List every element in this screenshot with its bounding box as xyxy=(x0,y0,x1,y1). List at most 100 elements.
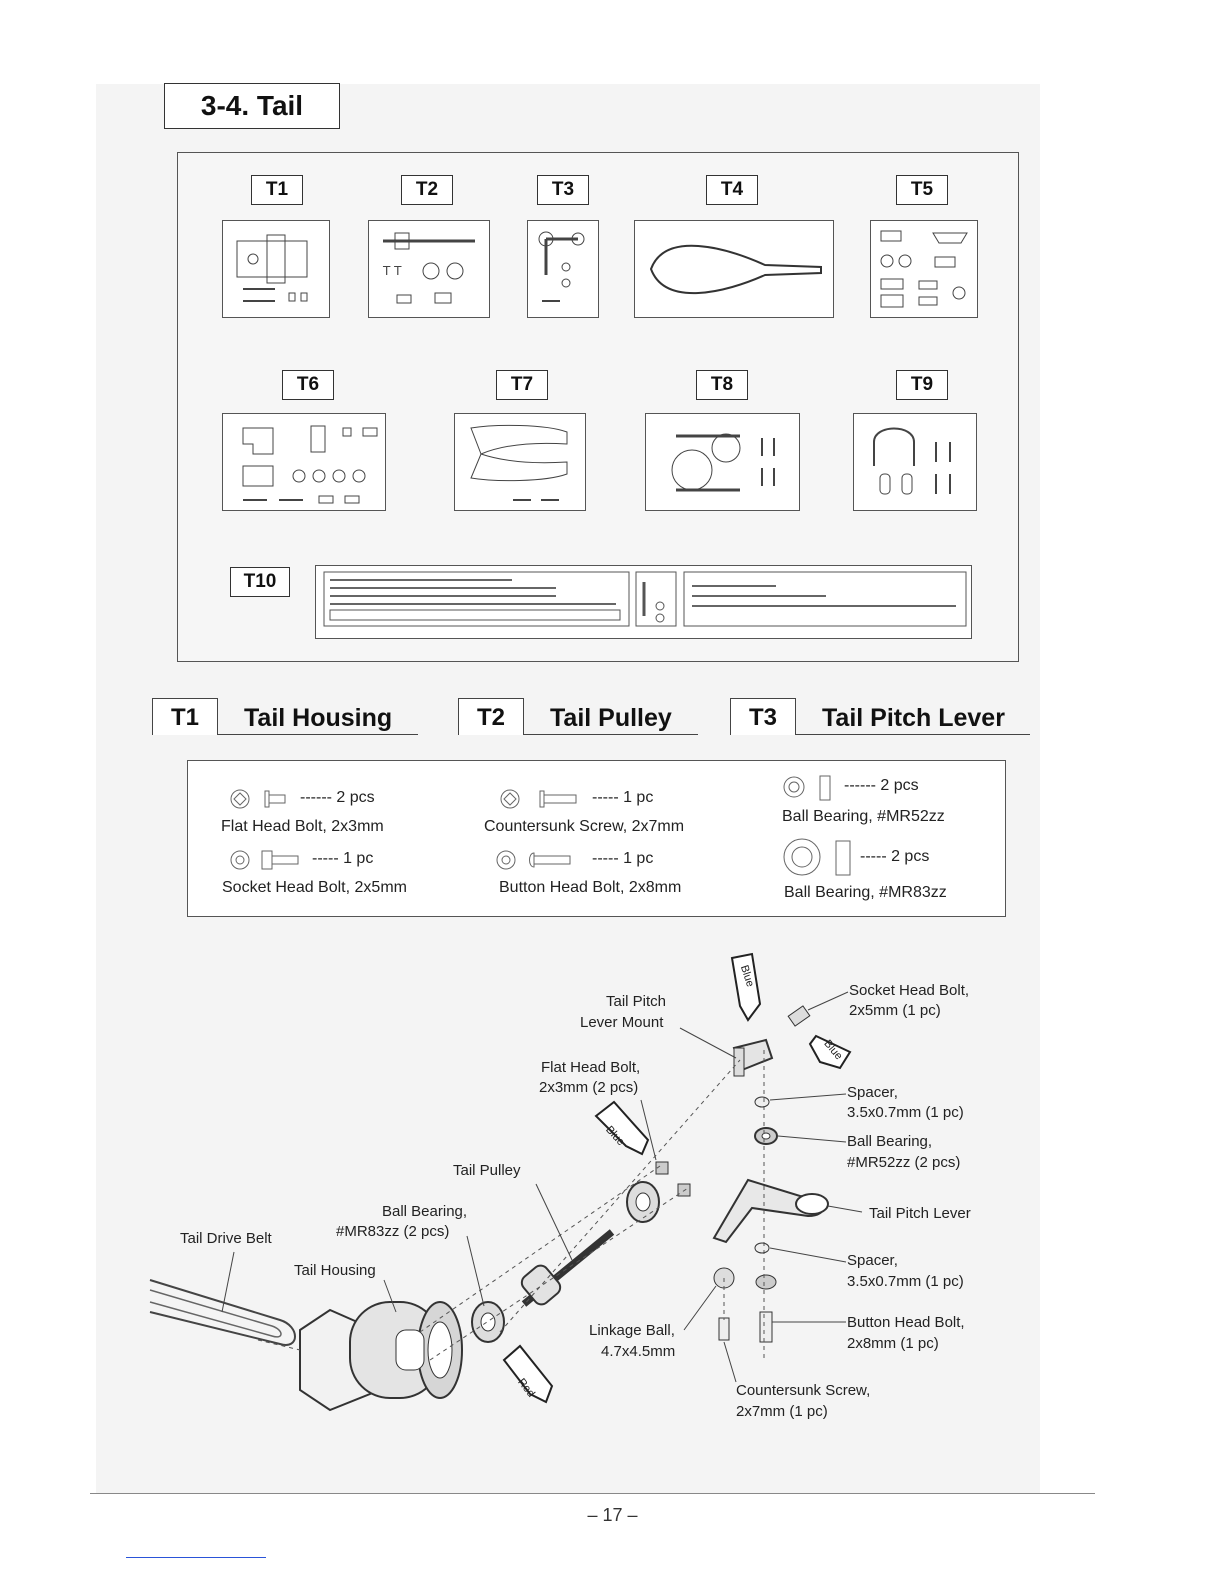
tail-pitch-lever-mount-part xyxy=(732,1038,774,1077)
subsection-header-t3: T3 Tail Pitch Lever xyxy=(730,698,1030,735)
callout-tail-pitch-lever: Tail Pitch Lever xyxy=(869,1205,971,1222)
parts-bag-overview: T1 T2 T3 T4 T5 T T xyxy=(177,152,1019,662)
blue-threadlock-icon-2 xyxy=(808,1034,852,1070)
callout-linkage-ball-1: Linkage Ball, xyxy=(589,1322,675,1339)
callout-socket-head-2: 2x5mm (1 pc) xyxy=(849,1002,941,1019)
bag-t1-image xyxy=(222,220,330,318)
callout-button-head-2: 2x8mm (1 pc) xyxy=(847,1335,939,1352)
tail-pitch-lever-part xyxy=(712,1178,829,1244)
callout-linkage-ball-2: 4.7x4.5mm xyxy=(601,1343,676,1360)
subsection-label-t3: Tail Pitch Lever xyxy=(822,704,1005,732)
subsection-label-t2: Tail Pulley xyxy=(550,704,672,732)
subsection-header-t1: T1 Tail Housing xyxy=(152,698,418,735)
subsection-code-t1: T1 xyxy=(152,698,218,735)
subsection-label-t1: Tail Housing xyxy=(244,704,393,732)
tail-housing-parts-icon xyxy=(236,234,308,302)
callout-flat-head-2: 2x3mm (2 pcs) xyxy=(539,1079,639,1096)
blue-threadlock-icon-3 xyxy=(594,1100,650,1156)
countersunk-screw-name: Countersunk Screw, 2x7mm xyxy=(484,818,685,835)
assembly-guide-lines xyxy=(257,1050,765,1361)
mr83zz-name: Ball Bearing, #MR83zz xyxy=(784,884,947,901)
tail-drive-belt-icon xyxy=(649,244,822,295)
subsection-code-t3: T3 xyxy=(730,698,796,735)
ball-bearing-mr83zz-part xyxy=(471,1301,505,1343)
tail-hardware-parts-icon xyxy=(880,230,968,308)
hardware-icons xyxy=(230,775,851,876)
bag-tag-t6: T6 xyxy=(282,370,334,400)
callout-spacer-top-1: Spacer, xyxy=(847,1084,898,1101)
callout-socket-head-1: Socket Head Bolt, xyxy=(849,982,970,999)
flat-head-bolt-icon xyxy=(230,789,286,809)
mr83zz-qty: ----- 2 pcs xyxy=(860,848,930,865)
spacer-top-part xyxy=(754,1096,770,1108)
bag-t7-image xyxy=(454,413,586,511)
callout-button-head-1: Button Head Bolt, xyxy=(847,1314,965,1331)
tail-blade-grip-icon xyxy=(470,424,568,501)
callout-bearing-52-1: Ball Bearing, xyxy=(847,1133,933,1150)
flat-head-bolt-name: Flat Head Bolt, 2x3mm xyxy=(221,818,384,835)
socket-head-bolt-part xyxy=(787,1005,811,1027)
callout-lever-mount-2: Lever Mount xyxy=(580,1014,664,1031)
tail-pitch-lever-parts-icon xyxy=(538,231,585,302)
spacer-bottom-part xyxy=(754,1242,770,1254)
callout-countersunk-1: Countersunk Screw, xyxy=(736,1382,871,1399)
callout-spacer-top-2: 3.5x0.7mm (1 pc) xyxy=(847,1104,964,1121)
bag-tag-t8: T8 xyxy=(696,370,748,400)
button-head-bolt-qty: ----- 1 pc xyxy=(592,850,654,867)
bag-tag-t10: T10 xyxy=(230,567,290,597)
bag-t5-image xyxy=(870,220,978,318)
bag-t4-image xyxy=(634,220,834,318)
bag-tag-t1: T1 xyxy=(251,175,303,205)
tail-boom-and-rods-icon xyxy=(323,571,967,627)
socket-head-bolt-name: Socket Head Bolt, 2x5mm xyxy=(222,879,407,896)
bottom-link-underline xyxy=(126,1557,266,1558)
callout-bearing-52-2: #MR52zz (2 pcs) xyxy=(847,1154,961,1171)
callout-flat-head-1: Flat Head Bolt, xyxy=(541,1059,641,1076)
callout-countersunk-2: 2x7mm (1 pc) xyxy=(736,1403,828,1420)
tail-exploded-diagram xyxy=(149,952,863,1412)
socket-head-bolt-qty: ----- 1 pc xyxy=(312,850,374,867)
countersunk-screw-icon xyxy=(500,789,577,809)
footer-divider xyxy=(90,1493,1095,1494)
bag-tag-t9: T9 xyxy=(896,370,948,400)
socket-head-bolt-icon xyxy=(230,850,299,870)
tail-case-hardware-icon xyxy=(242,425,378,504)
button-head-bolt-icon xyxy=(496,850,571,870)
ball-bearing-mr83zz-top-part xyxy=(626,1181,660,1223)
tail-boom-clamp-icon xyxy=(671,433,775,492)
bag-t8-image xyxy=(645,413,800,511)
mr52zz-name: Ball Bearing, #MR52zz xyxy=(782,808,945,825)
bag-tag-t3: T3 xyxy=(537,175,589,205)
bag-t6-image xyxy=(222,413,386,511)
red-threadlock-icon xyxy=(502,1344,554,1404)
flat-head-bolt-qty: ------ 2 pcs xyxy=(300,789,375,806)
hardware-list-box: ------ 2 pcs Flat Head Bolt, 2x3mm -----… xyxy=(187,760,1006,917)
bag-t2-image: T T xyxy=(368,220,490,318)
callout-bearing-83-1: Ball Bearing, xyxy=(382,1203,468,1220)
callout-spacer-bottom-2: 3.5x0.7mm (1 pc) xyxy=(847,1273,964,1290)
callout-lever-mount-1: Tail Pitch xyxy=(606,993,667,1010)
ball-bearing-mr52zz-icon xyxy=(783,775,831,801)
callout-tail-housing: Tail Housing xyxy=(294,1262,376,1279)
mr52zz-qty: ------ 2 pcs xyxy=(844,777,919,794)
bag-tag-t7: T7 xyxy=(496,370,548,400)
flat-head-bolts-part xyxy=(655,1161,691,1197)
bag-t9-image xyxy=(853,413,977,511)
callout-spacer-bottom-1: Spacer, xyxy=(847,1252,898,1269)
callout-tail-pulley: Tail Pulley xyxy=(453,1162,521,1179)
ball-bearing-mr83zz-icon xyxy=(783,838,851,876)
bag-tag-t5: T5 xyxy=(896,175,948,205)
bag-tag-t4: T4 xyxy=(706,175,758,205)
boom-support-mount-icon xyxy=(873,427,951,495)
button-head-bolt-name: Button Head Bolt, 2x8mm xyxy=(499,879,682,896)
button-head-bolt-part xyxy=(755,1274,777,1343)
tail-pulley-parts-icon: T T xyxy=(382,232,475,304)
callout-leader-lines xyxy=(221,991,863,1383)
page-number: – 17 – xyxy=(587,1505,638,1525)
subsection-header-t2: T2 Tail Pulley xyxy=(458,698,698,735)
subsection-code-t2: T2 xyxy=(458,698,524,735)
blue-threadlock-icon-1 xyxy=(730,952,762,1022)
svg-text:T T: T T xyxy=(382,264,402,278)
callout-bearing-83-2: #MR83zz (2 pcs) xyxy=(336,1223,450,1240)
tail-drive-belt-part xyxy=(149,1279,296,1346)
